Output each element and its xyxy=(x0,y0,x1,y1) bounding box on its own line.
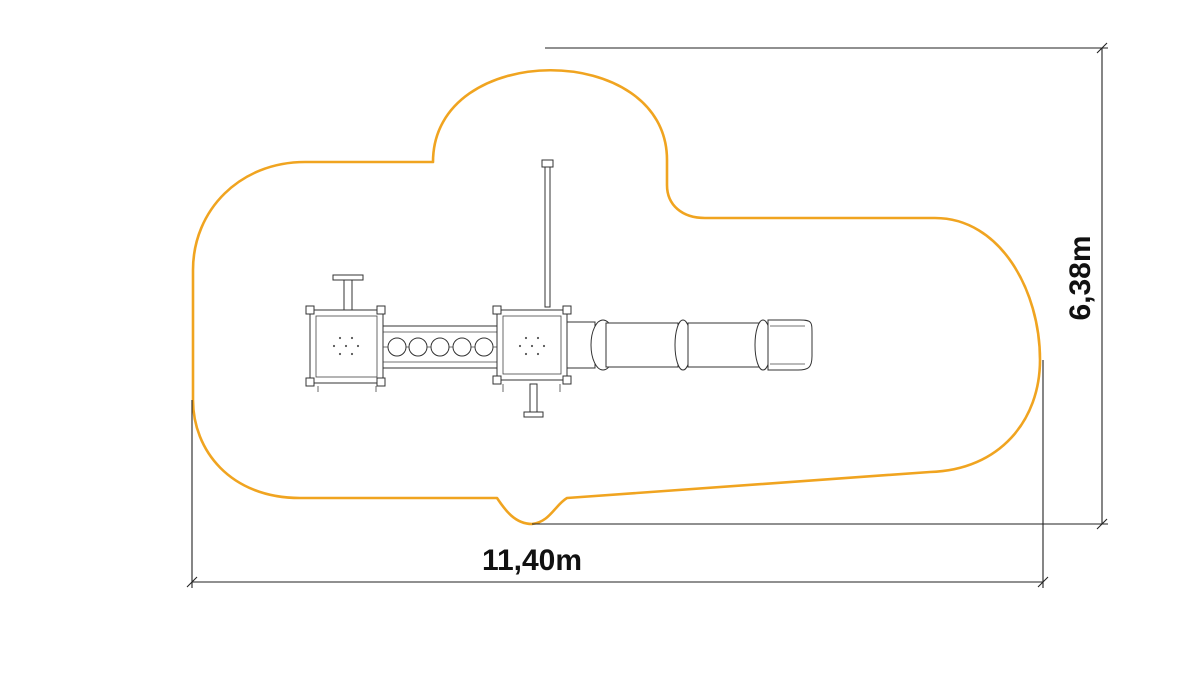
left-platform-post-tr xyxy=(376,305,386,315)
right-platform-inner xyxy=(502,315,562,375)
right-platform-dot xyxy=(524,336,528,340)
left-platform-inner xyxy=(315,315,378,378)
left-platform-dot xyxy=(344,344,348,348)
right-platform-dot xyxy=(536,336,540,340)
right-bottom-bar xyxy=(523,411,544,418)
left-top-stem xyxy=(343,279,353,313)
depth-label: 6,38m xyxy=(1064,235,1097,320)
bridge-ring xyxy=(430,337,450,357)
width-tick-left xyxy=(186,576,198,588)
left-platform-post-tl xyxy=(305,305,315,315)
right-platform-dot xyxy=(518,344,522,348)
left-platform-dot xyxy=(338,352,342,356)
tall-pole xyxy=(544,164,551,308)
bridge-ring xyxy=(474,337,494,357)
depth-tick-bottom xyxy=(1096,518,1108,530)
right-platform-post-bl xyxy=(492,375,502,385)
bridge-ring xyxy=(408,337,428,357)
left-platform-dot xyxy=(350,336,354,340)
left-platform-dot xyxy=(350,352,354,356)
depth-tick-top xyxy=(1096,42,1108,54)
left-platform-post-br xyxy=(376,377,386,387)
left-platform-dot xyxy=(332,344,336,348)
left-top-bar xyxy=(332,274,364,281)
slide-entry xyxy=(566,321,596,369)
right-platform-dot xyxy=(524,352,528,356)
tube-slide-section-2 xyxy=(687,322,761,368)
right-platform-post-br xyxy=(562,375,572,385)
bridge-ring xyxy=(387,337,407,357)
tube-slide-section-1 xyxy=(605,322,679,368)
right-platform-post-tr xyxy=(562,305,572,315)
right-platform-post-tl xyxy=(492,305,502,315)
width-dimension: 11,40m xyxy=(186,360,1049,588)
tube-slide-exit xyxy=(767,319,813,371)
tall-pole-cap xyxy=(541,159,554,168)
right-platform-dot xyxy=(542,344,546,348)
left-platform-dot xyxy=(338,336,342,340)
bridge-ring xyxy=(452,337,472,357)
safety-zone-outline xyxy=(191,68,1042,526)
width-label: 11,40m xyxy=(482,544,582,577)
equipment-group xyxy=(305,159,813,418)
left-platform-dot xyxy=(356,344,360,348)
right-platform-dot xyxy=(536,352,540,356)
left-platform-post-bl xyxy=(305,377,315,387)
width-tick-right xyxy=(1037,576,1049,588)
right-platform-dot xyxy=(530,344,534,348)
right-bottom-stem xyxy=(529,383,538,415)
depth-dimension: 6,38m xyxy=(532,42,1108,530)
